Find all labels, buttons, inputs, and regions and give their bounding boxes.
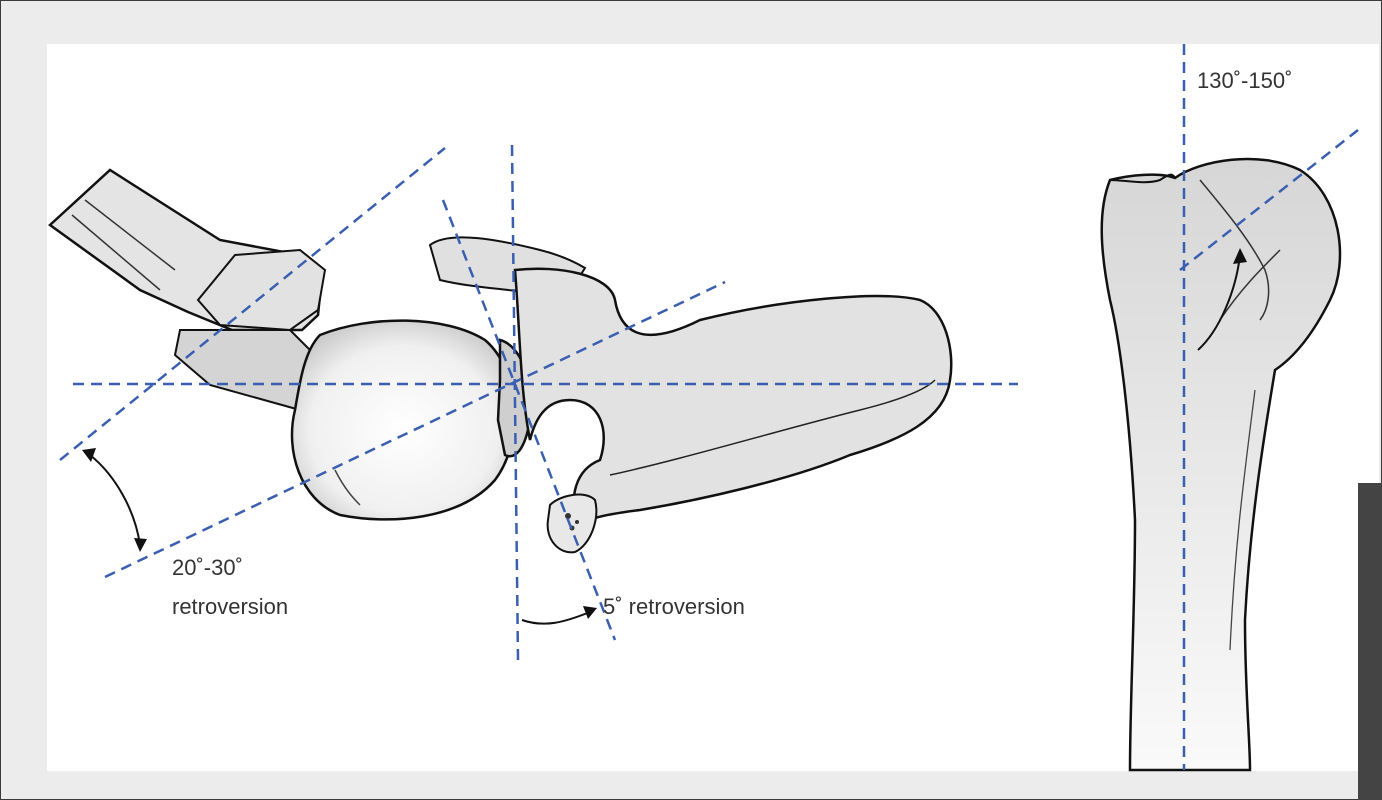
arrowhead-humeral-version-top <box>82 448 96 462</box>
humerus-shaft-ap <box>1102 159 1340 770</box>
humeral-head <box>292 321 515 520</box>
arrowhead-humeral-version-bottom <box>134 538 147 552</box>
acromion-tip <box>548 495 597 553</box>
humeral-version-arc <box>90 455 140 545</box>
glenoid-version-label: 5˚ retroversion <box>603 594 745 620</box>
neck-shaft-angle-label: 130˚-150˚ <box>1197 68 1292 94</box>
humeral-version-angle-label: 20˚-30˚ <box>172 555 243 581</box>
scapula-body <box>515 269 951 530</box>
scapula-axial-view <box>430 237 951 552</box>
humerus-ap-view <box>1102 159 1340 770</box>
humeral-version-word-label: retroversion <box>172 594 288 620</box>
glenoid-version-arc <box>522 612 590 624</box>
humerus-axial-view <box>50 170 515 519</box>
arrowhead-glenoid-version <box>583 606 597 619</box>
